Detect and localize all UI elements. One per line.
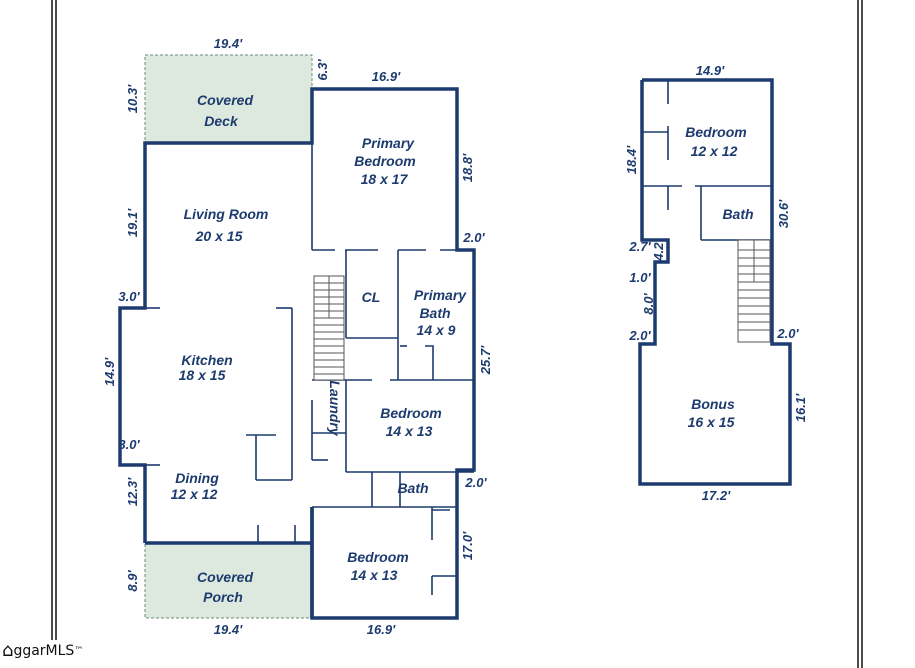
room-label: CL bbox=[362, 289, 381, 305]
room-label: Deck bbox=[204, 113, 239, 129]
room-label: Bath bbox=[397, 480, 428, 496]
dimension-label: 25.7' bbox=[478, 345, 493, 375]
page-border-lines bbox=[51, 0, 863, 668]
dimension-label: 16.9' bbox=[367, 622, 396, 637]
dimension-label: 18.8' bbox=[460, 153, 475, 182]
dimension-label: 4.2' bbox=[651, 239, 666, 262]
upper-staircase bbox=[737, 239, 771, 343]
room-size: 20 x 15 bbox=[195, 228, 243, 244]
upper-floor-outline bbox=[638, 78, 792, 486]
room-label: Bedroom bbox=[347, 549, 408, 565]
room-label: Primary bbox=[414, 287, 467, 303]
room-size: 14 x 13 bbox=[386, 423, 433, 439]
room-label: Kitchen bbox=[181, 352, 232, 368]
dimension-label: 6.3' bbox=[315, 59, 330, 81]
dimension-label: 10.3' bbox=[125, 84, 140, 113]
dimension-label: 18.4' bbox=[624, 145, 639, 174]
dimension-label: 12.3' bbox=[125, 477, 140, 506]
dimension-label: 14.9' bbox=[102, 357, 117, 386]
dimension-label: 30.6' bbox=[776, 199, 791, 228]
room-label: Covered bbox=[197, 92, 253, 108]
room-label: Bath bbox=[722, 206, 753, 222]
room-size: 18 x 15 bbox=[179, 367, 226, 383]
dimension-label: 17.0' bbox=[460, 531, 475, 560]
dimension-label: 3.0' bbox=[118, 437, 140, 452]
dimension-label: 14.9' bbox=[696, 63, 725, 78]
room-size: 14 x 9 bbox=[417, 322, 456, 338]
dimension-label: 16.9' bbox=[372, 69, 401, 84]
room-label: Dining bbox=[175, 470, 219, 486]
trademark: ™ bbox=[74, 645, 84, 656]
house-icon: ⌂ bbox=[2, 640, 14, 661]
room-size: 14 x 13 bbox=[351, 567, 398, 583]
room-label: Living Room bbox=[184, 206, 269, 222]
main-staircase bbox=[313, 275, 345, 381]
room-label: Laundry bbox=[327, 380, 343, 436]
dimension-label: 3.0' bbox=[118, 289, 140, 304]
room-size: 16 x 15 bbox=[688, 414, 735, 430]
dimension-label: 2.0' bbox=[776, 326, 799, 341]
mls-logo: ⌂ ggarMLS ™ bbox=[2, 640, 83, 661]
room-size: 12 x 12 bbox=[691, 143, 738, 159]
room-size: 12 x 12 bbox=[171, 486, 218, 502]
dimension-label: 1.0' bbox=[629, 270, 651, 285]
room-label: Bonus bbox=[691, 396, 735, 412]
dimension-label: 8.9' bbox=[125, 570, 140, 592]
dimension-label: 19.4' bbox=[214, 622, 243, 637]
room-label: Bath bbox=[419, 305, 450, 321]
dimension-label: 19.4' bbox=[214, 36, 243, 51]
interior-walls bbox=[145, 143, 474, 595]
room-label: Bedroom bbox=[354, 153, 415, 169]
covered-deck-area bbox=[144, 54, 313, 144]
main-floor-outline bbox=[118, 87, 476, 620]
dimension-label: 17.2' bbox=[702, 488, 731, 503]
dimension-label: 2.0' bbox=[462, 230, 485, 245]
room-label: Primary bbox=[362, 135, 415, 151]
room-label: Bedroom bbox=[685, 124, 746, 140]
covered-porch-area bbox=[144, 542, 313, 619]
dimension-label: 2.0' bbox=[628, 328, 651, 343]
dimension-label: 2.0' bbox=[464, 475, 487, 490]
room-label: Bedroom bbox=[380, 405, 441, 421]
dimension-label: 2.7' bbox=[628, 239, 651, 254]
dimension-label: 16.1' bbox=[793, 393, 808, 422]
room-label: Porch bbox=[203, 589, 243, 605]
room-label: Covered bbox=[197, 569, 253, 585]
dimension-label: 19.1' bbox=[125, 208, 140, 237]
dimension-label: 8.0' bbox=[641, 293, 656, 315]
logo-text: ggarMLS bbox=[13, 642, 75, 659]
room-size: 18 x 17 bbox=[361, 171, 409, 187]
